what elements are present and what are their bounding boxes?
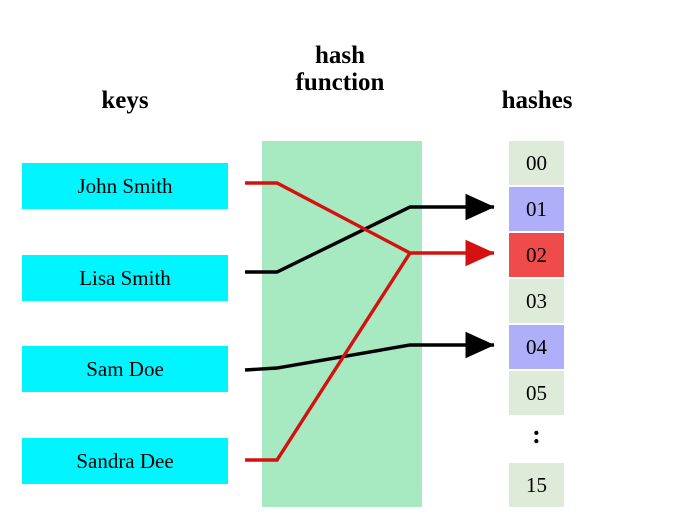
hash-cell-00[interactable]: 00 [509,141,564,185]
hash-cell-01[interactable]: 01 [509,187,564,231]
connector-lisa-smith-to-01 [245,193,495,274]
hash-function-heading-line2: function [295,68,385,96]
hash-cell-05[interactable]: 05 [509,371,564,415]
hash-function-band [262,141,422,507]
connector-sam-doe-to-04 [244,331,495,372]
column-heading-hashes: hashes [501,87,573,114]
key-box-sam-doe[interactable]: Sam Doe [22,346,228,392]
hash-cell-04[interactable]: 04 [509,325,564,369]
key-box-john-smith[interactable]: John Smith [22,163,228,209]
hash-cell-15[interactable]: 15 [509,463,564,507]
key-box-sandra-dee[interactable]: Sandra Dee [22,438,228,484]
connector-john-smith-to-02 [245,181,495,267]
connector-sandra-dee-to-02 [245,252,412,462]
hash-cell-02[interactable]: 02 [509,233,564,277]
hash-cells-ellipsis: : [532,420,541,449]
column-heading-keys: keys [101,87,149,114]
key-box-lisa-smith[interactable]: Lisa Smith [22,255,228,301]
column-heading-hash-function: hash function [252,42,428,96]
hash-function-heading-line1: hash [314,42,366,69]
hash-cell-03[interactable]: 03 [509,279,564,323]
